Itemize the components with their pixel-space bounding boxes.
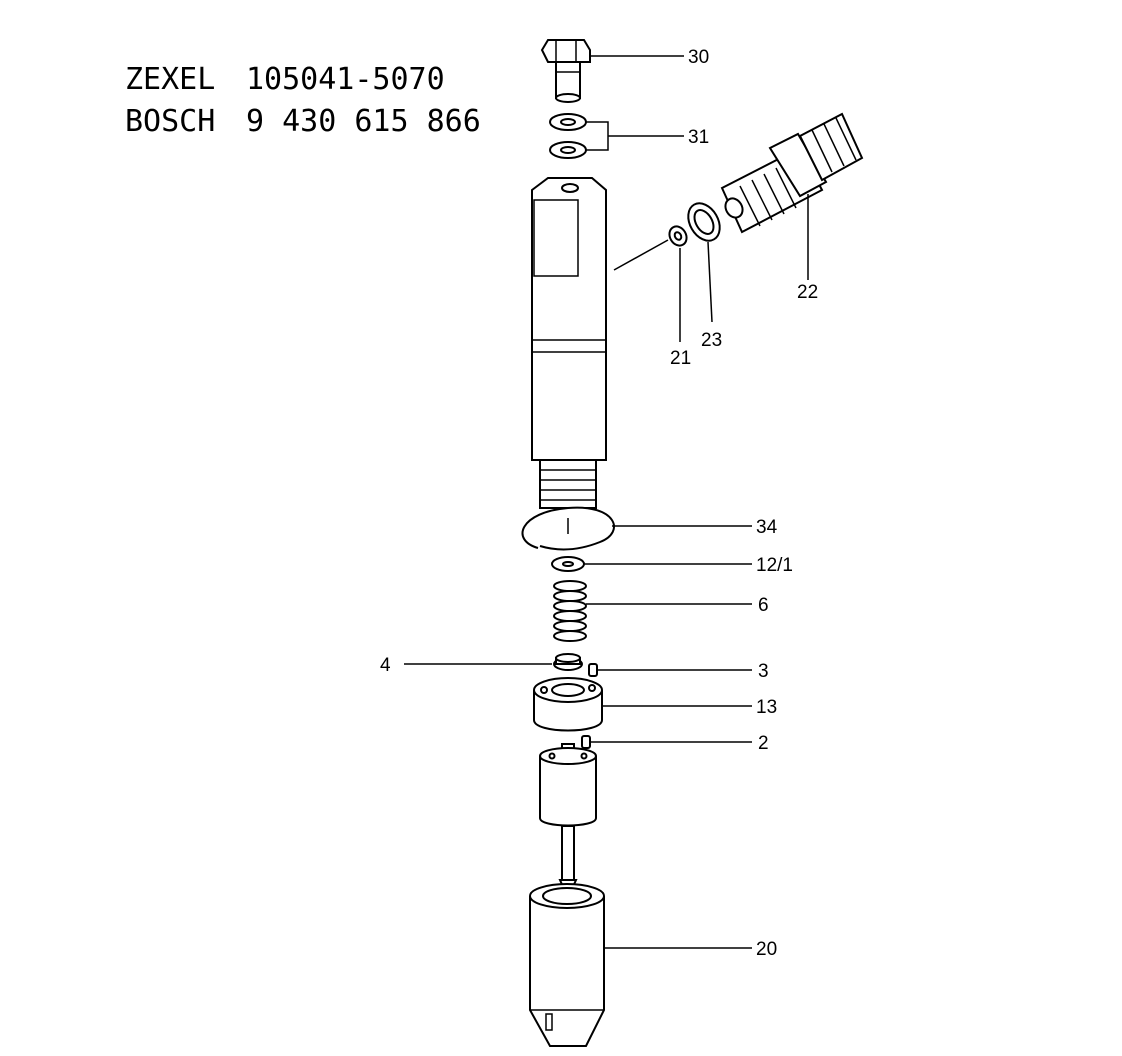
part-34-retaining-ring <box>521 506 615 551</box>
part-6-spring <box>553 580 587 642</box>
part-13-intermediate-disc <box>533 677 603 732</box>
callout-13: 13 <box>756 697 777 718</box>
callout-20: 20 <box>756 939 777 960</box>
part-22-inlet-connector <box>720 112 864 234</box>
callout-30: 30 <box>688 47 709 68</box>
bosch-part-number: 9 430 615 866 <box>246 104 481 139</box>
callout-22: 22 <box>797 282 818 303</box>
part-3-pin <box>588 663 598 677</box>
callout-31: 31 <box>688 127 709 148</box>
callout-21: 21 <box>670 348 691 369</box>
part-20-nozzle-nut <box>529 883 605 1047</box>
part-12-1-shim <box>551 556 585 572</box>
callout-23: 23 <box>701 330 722 351</box>
callout-6: 6 <box>758 595 769 616</box>
part-31-washers <box>549 113 609 159</box>
callout-3: 3 <box>758 661 769 682</box>
callout-4: 4 <box>380 655 391 676</box>
nozzle <box>539 743 597 901</box>
callout-34: 34 <box>756 517 778 538</box>
callout-12-1: 12/1 <box>756 555 793 576</box>
part-23-seal-ring <box>687 202 721 242</box>
part-4-spring-seat <box>553 653 583 671</box>
injector-holder-body <box>531 177 607 509</box>
leader-lines <box>404 55 809 949</box>
callout-2: 2 <box>758 733 769 754</box>
part-21-washer <box>668 225 688 247</box>
part-30-bolt <box>540 39 591 103</box>
bosch-brand: BOSCH <box>125 104 216 139</box>
zexel-brand: ZEXEL <box>125 62 216 97</box>
part-2-pin <box>581 735 591 749</box>
zexel-part-number: 105041-5070 <box>246 62 445 97</box>
